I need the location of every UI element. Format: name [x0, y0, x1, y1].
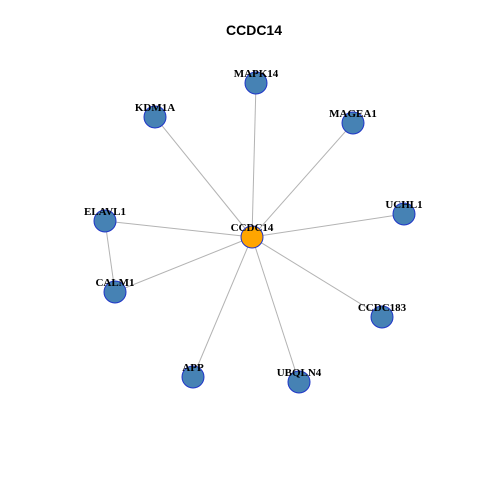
node-label-uchl1: UCHL1: [385, 199, 422, 211]
node-uchl1: UCHL1: [385, 199, 423, 226]
node-label-ubqln4: UBQLN4: [277, 367, 322, 379]
node-kdm1a: KDM1A: [135, 102, 175, 129]
edge-ccdc14-mapk14: [251, 82, 257, 238]
node-circle-kdm1a: [143, 105, 167, 129]
edges-layer: [104, 82, 405, 383]
node-circle-calm1: [103, 280, 127, 304]
edge-ccdc14-app: [192, 236, 253, 378]
node-label-kdm1a: KDM1A: [135, 102, 175, 114]
node-circle-uchl1: [392, 202, 416, 226]
node-ubqln4: UBQLN4: [277, 367, 322, 394]
node-label-calm1: CALM1: [95, 277, 134, 289]
edge-ccdc14-calm1: [114, 236, 253, 293]
edge-ccdc14-elavl1: [104, 220, 253, 238]
node-circle-mapk14: [244, 71, 268, 95]
node-label-app: APP: [182, 362, 204, 374]
node-calm1: CALM1: [95, 277, 135, 304]
node-circle-ccdc183: [370, 305, 394, 329]
node-label-magea1: MAGEA1: [329, 108, 377, 120]
node-label-ccdc14: CCDC14: [231, 222, 274, 234]
node-mapk14: MAPK14: [234, 68, 279, 95]
graph-title: CCDC14: [226, 22, 282, 38]
node-circle-ubqln4: [287, 370, 311, 394]
edge-ccdc14-uchl1: [251, 213, 405, 238]
node-elavl1: ELAVL1: [84, 206, 126, 233]
edge-elavl1-calm1: [104, 220, 116, 293]
node-label-ccdc183: CCDC183: [358, 302, 407, 314]
node-ccdc14: CCDC14: [231, 222, 274, 249]
node-label-elavl1: ELAVL1: [84, 206, 126, 218]
node-ccdc183: CCDC183: [358, 302, 407, 329]
edge-ccdc14-magea1: [251, 122, 354, 238]
edge-ccdc14-kdm1a: [154, 116, 253, 238]
edge-ccdc14-ccdc183: [251, 236, 383, 318]
node-circle-magea1: [341, 111, 365, 135]
node-circle-app: [181, 365, 205, 389]
node-circle-elavl1: [93, 209, 117, 233]
node-magea1: MAGEA1: [329, 108, 377, 135]
node-circle-ccdc14: [240, 225, 264, 249]
node-app: APP: [181, 362, 205, 389]
edge-ccdc14-ubqln4: [251, 236, 300, 383]
node-label-mapk14: MAPK14: [234, 68, 279, 80]
